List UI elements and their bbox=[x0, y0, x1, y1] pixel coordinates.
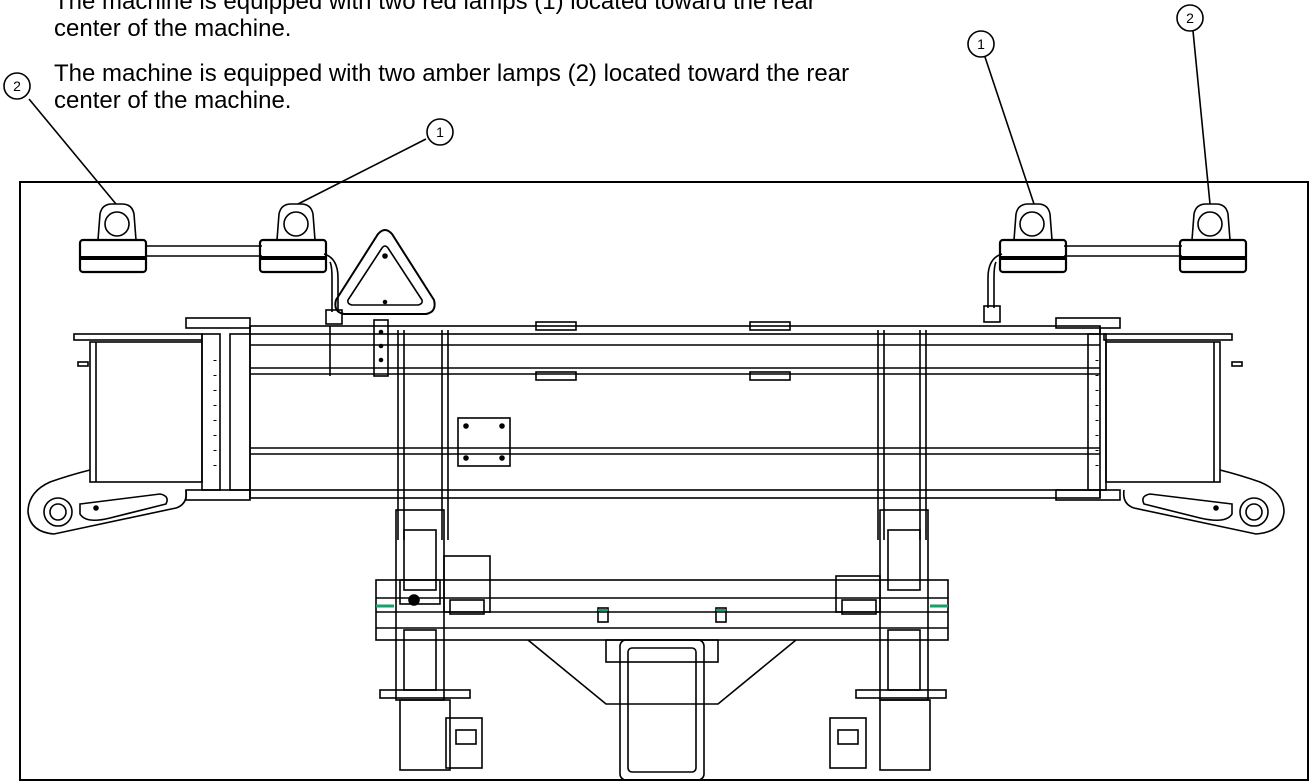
red-lamp-left bbox=[258, 203, 328, 274]
slow-moving-vehicle-sign bbox=[334, 229, 436, 377]
lamp-assembly-left bbox=[78, 203, 343, 325]
red-lamps-description: The machine is equipped with two red lam… bbox=[54, 0, 816, 42]
callout-amber-lamp-left: 2 bbox=[3, 72, 117, 205]
callout-amber-lamp-right: 2 bbox=[1176, 4, 1211, 205]
callout-label: 2 bbox=[1186, 10, 1194, 26]
right-end-section bbox=[1055, 317, 1285, 535]
left-end-section bbox=[27, 317, 251, 535]
amber-lamp-right bbox=[1178, 203, 1248, 274]
callout-red-lamp-right: 1 bbox=[967, 30, 1035, 205]
callout-label: 1 bbox=[436, 124, 444, 140]
callout-label: 2 bbox=[13, 78, 21, 94]
callout-label: 1 bbox=[977, 36, 985, 52]
red-lamp-right bbox=[998, 203, 1068, 274]
callout-red-lamp-left: 1 bbox=[297, 118, 454, 205]
hitch-assembly bbox=[375, 330, 949, 781]
amber-lamps-description: The machine is equipped with two amber l… bbox=[54, 60, 850, 114]
diagram-frame bbox=[19, 181, 1309, 781]
main-frame bbox=[249, 321, 1101, 499]
amber-lamp-left bbox=[78, 203, 148, 274]
lamp-assembly-right bbox=[983, 203, 1248, 323]
